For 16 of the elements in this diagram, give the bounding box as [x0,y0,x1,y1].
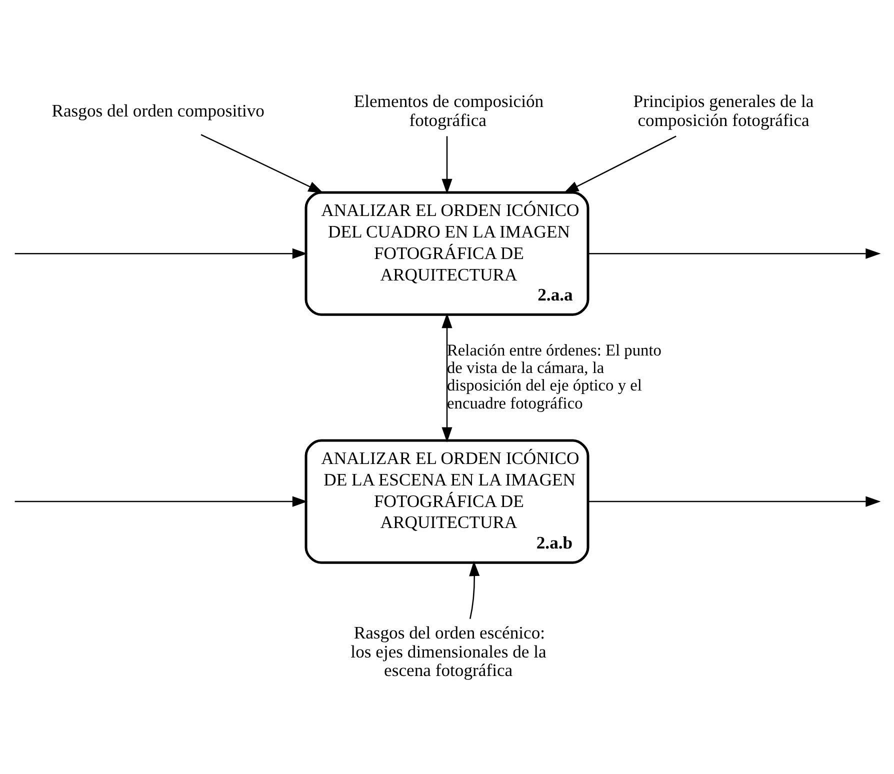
node-text: Rasgos del orden compositivo [52,100,265,121]
arrow [442,136,452,194]
arrow [564,136,676,194]
arrow [14,496,308,507]
arrow [14,248,308,259]
arrow [588,496,881,507]
node-box: ANALIZAR EL ORDEN ICÓNICO DE LA ESCENA EN LA IMAGEN FOTOGRÁFICA DE ARQUITECTURA 2.a.b [304,439,590,564]
node-box: ANALIZAR EL ORDEN ICÓNICO DEL CUADRO EN LA IMAGEN FOTOGRÁFICA DE ARQUITECTURA 2.a.a [304,191,590,316]
node-text: Rasgos del orden escénico: los ejes dimensionales de la escena fotográfica [350,622,546,680]
arrow [588,248,881,259]
arrow [200,134,324,194]
node-text: Elementos de composición fotográfica [354,91,544,130]
edge-label: Relación entre órdenes: El punto de vista de la cámara, la disposición del eje óptico y el encuadre fotográfico [447,340,662,412]
arrow [442,312,452,442]
arrow [469,560,480,619]
node-text: Principios generales de la composición fotográfica [633,91,814,130]
